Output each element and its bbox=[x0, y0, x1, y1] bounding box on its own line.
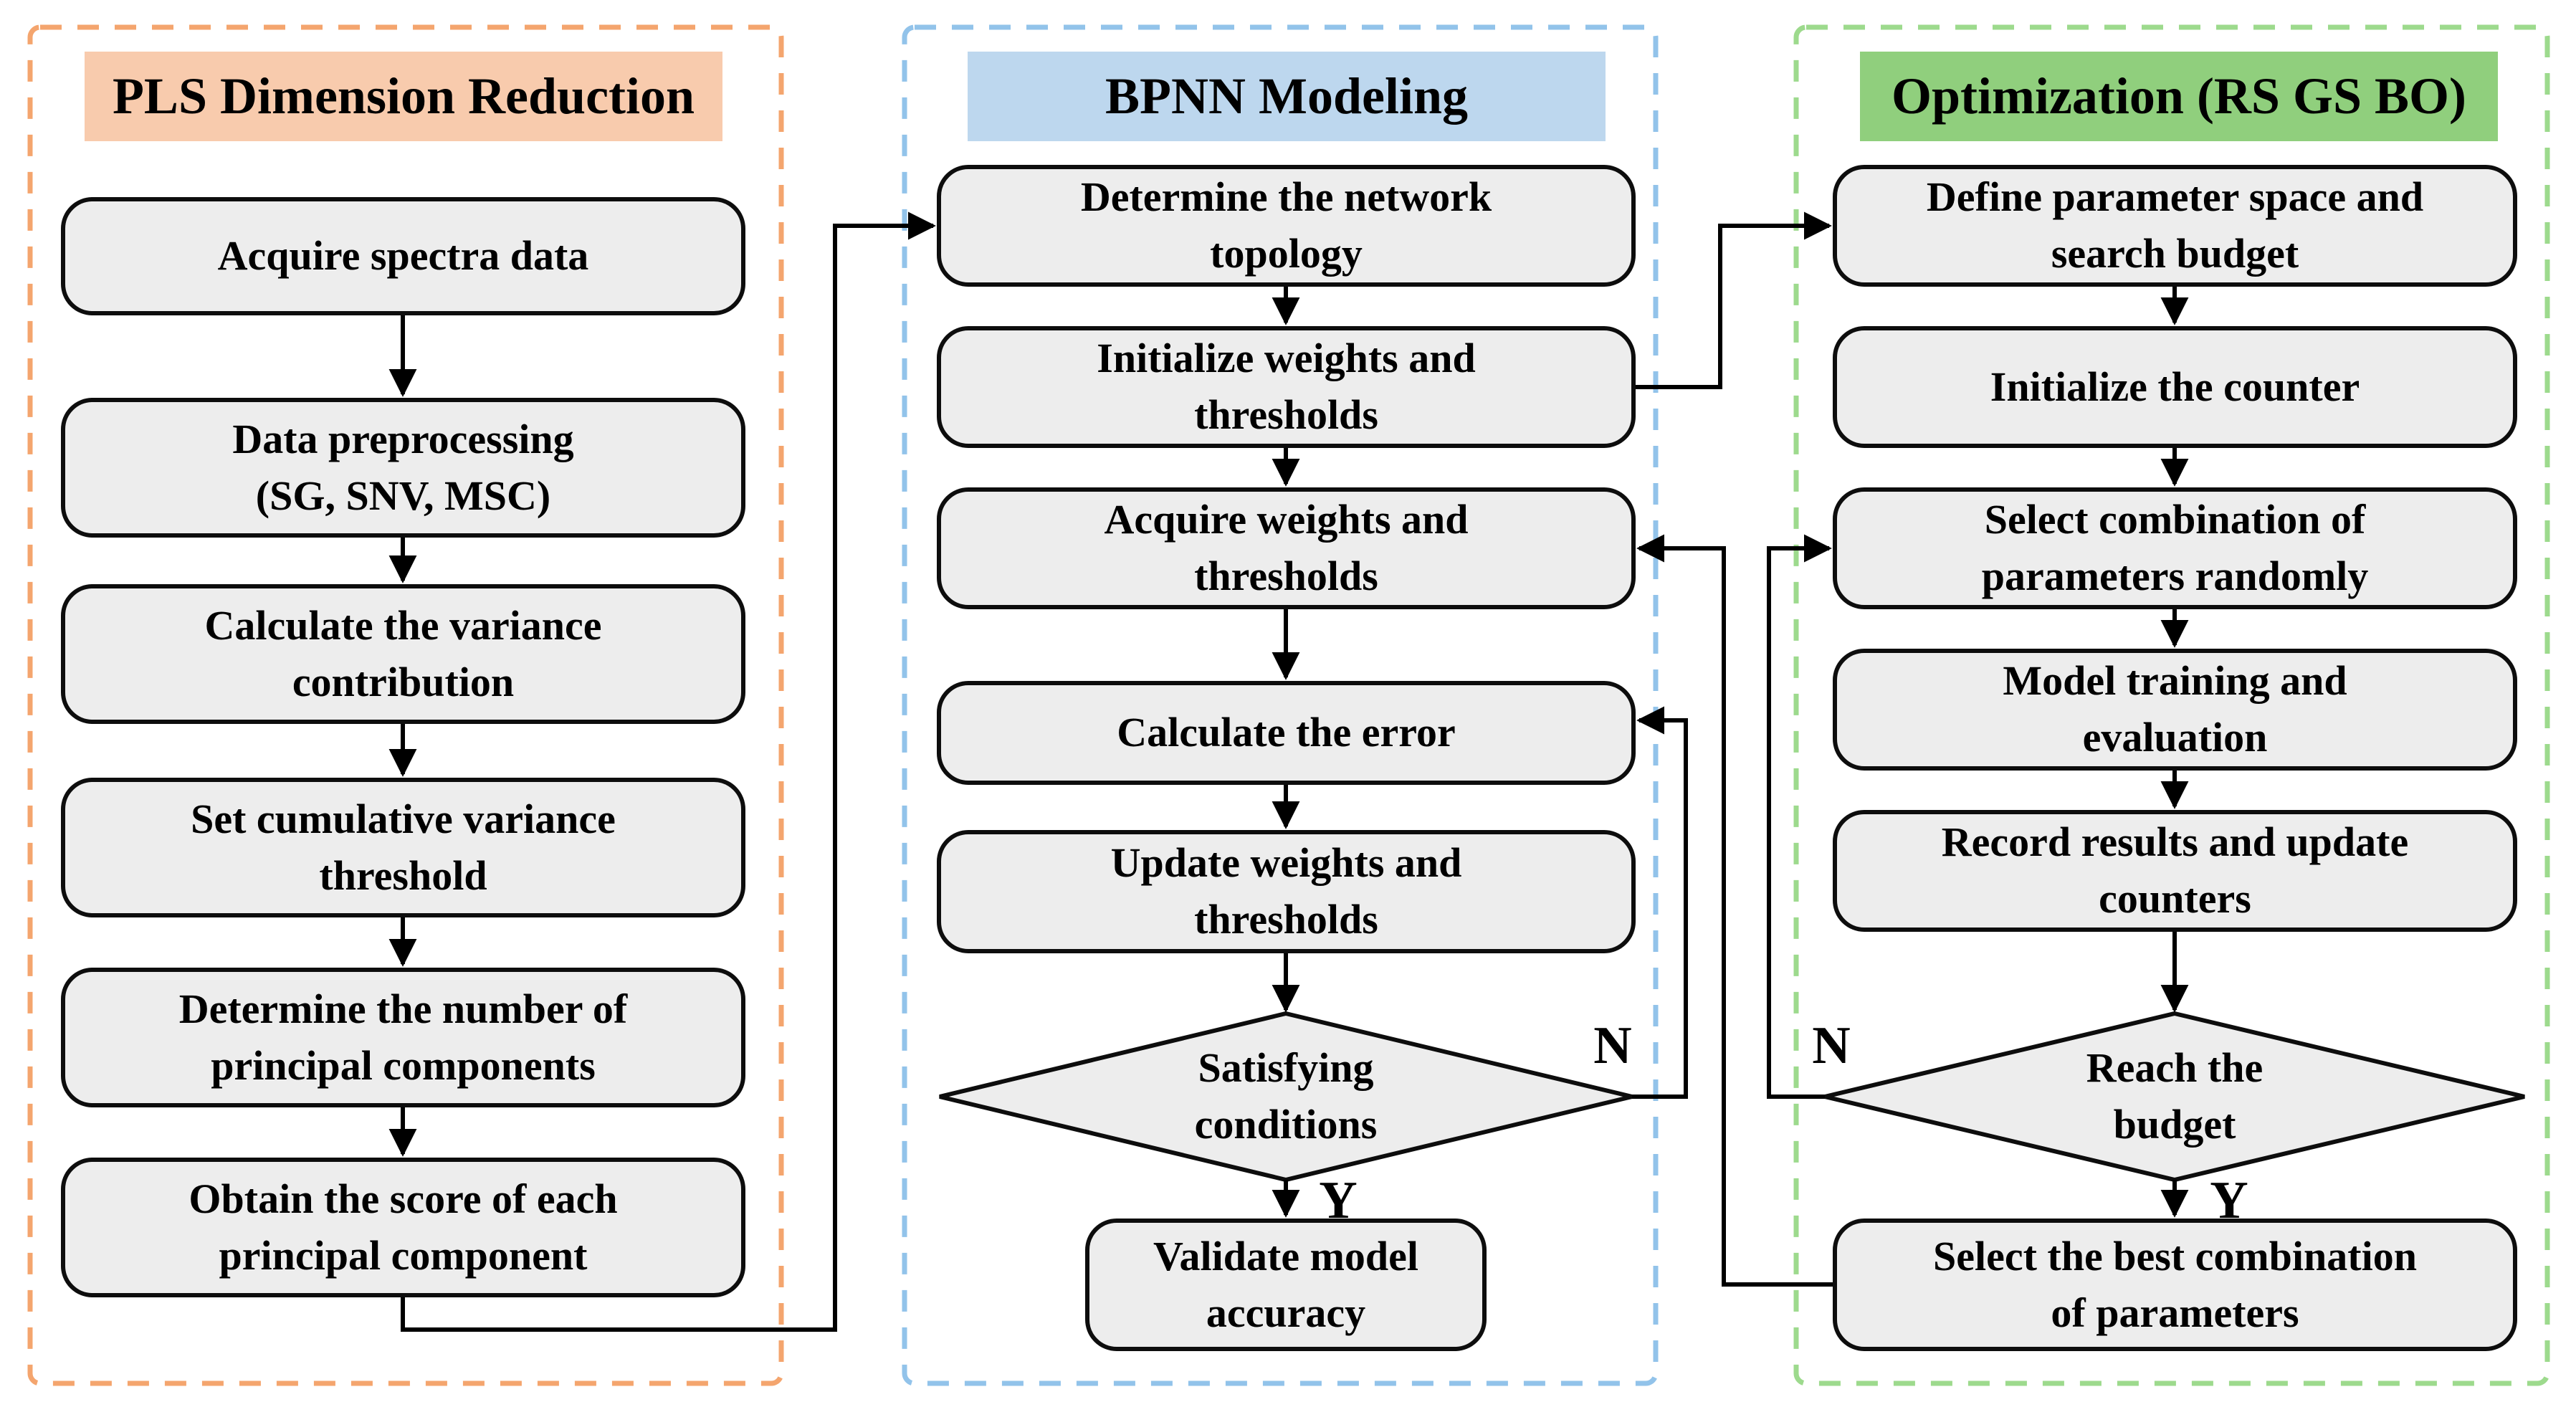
step-define-parameter-space-and-search-budget: Define parameter space and search budget bbox=[1833, 165, 2517, 287]
step-update-weights-and-thresholds: Update weights and thresholds bbox=[937, 830, 1636, 953]
step-model-training-and-evaluation: Model training and evaluation bbox=[1833, 649, 2517, 771]
step-select-combination-of-parameters-randomly: Select combination of parameters randoml… bbox=[1833, 487, 2517, 609]
step-obtain-score-of-each-principal-component: Obtain the score of each principal compo… bbox=[61, 1158, 745, 1297]
step-acquire-weights-and-thresholds: Acquire weights and thresholds bbox=[937, 487, 1636, 609]
step-validate-model-accuracy: Validate model accuracy bbox=[1085, 1219, 1487, 1351]
step-initialize-weights-and-thresholds: Initialize weights and thresholds bbox=[937, 326, 1636, 448]
step-set-cumulative-variance-threshold: Set cumulative variance threshold bbox=[61, 778, 745, 917]
step-acquire-spectra-data: Acquire spectra data bbox=[61, 197, 745, 315]
header-bpnn-modeling: BPNN Modeling bbox=[968, 52, 1606, 141]
step-initialize-the-counter: Initialize the counter bbox=[1833, 326, 2517, 448]
step-select-best-combination-of-parameters: Select the best combination of parameter… bbox=[1833, 1219, 2517, 1351]
step-determine-number-of-principal-components: Determine the number of principal compon… bbox=[61, 968, 745, 1107]
step-determine-network-topology: Determine the network topology bbox=[937, 165, 1636, 287]
header-optimization-rs-gs-bo: Optimization (RS GS BO) bbox=[1860, 52, 2498, 141]
step-record-results-and-update-counters: Record results and update counters bbox=[1833, 810, 2517, 932]
step-calculate-variance-contribution: Calculate the variance contribution bbox=[61, 584, 745, 724]
step-data-preprocessing: Data preprocessing (SG, SNV, MSC) bbox=[61, 398, 745, 538]
header-pls-dimension-reduction: PLS Dimension Reduction bbox=[85, 52, 722, 141]
step-calculate-the-error: Calculate the error bbox=[937, 681, 1636, 785]
